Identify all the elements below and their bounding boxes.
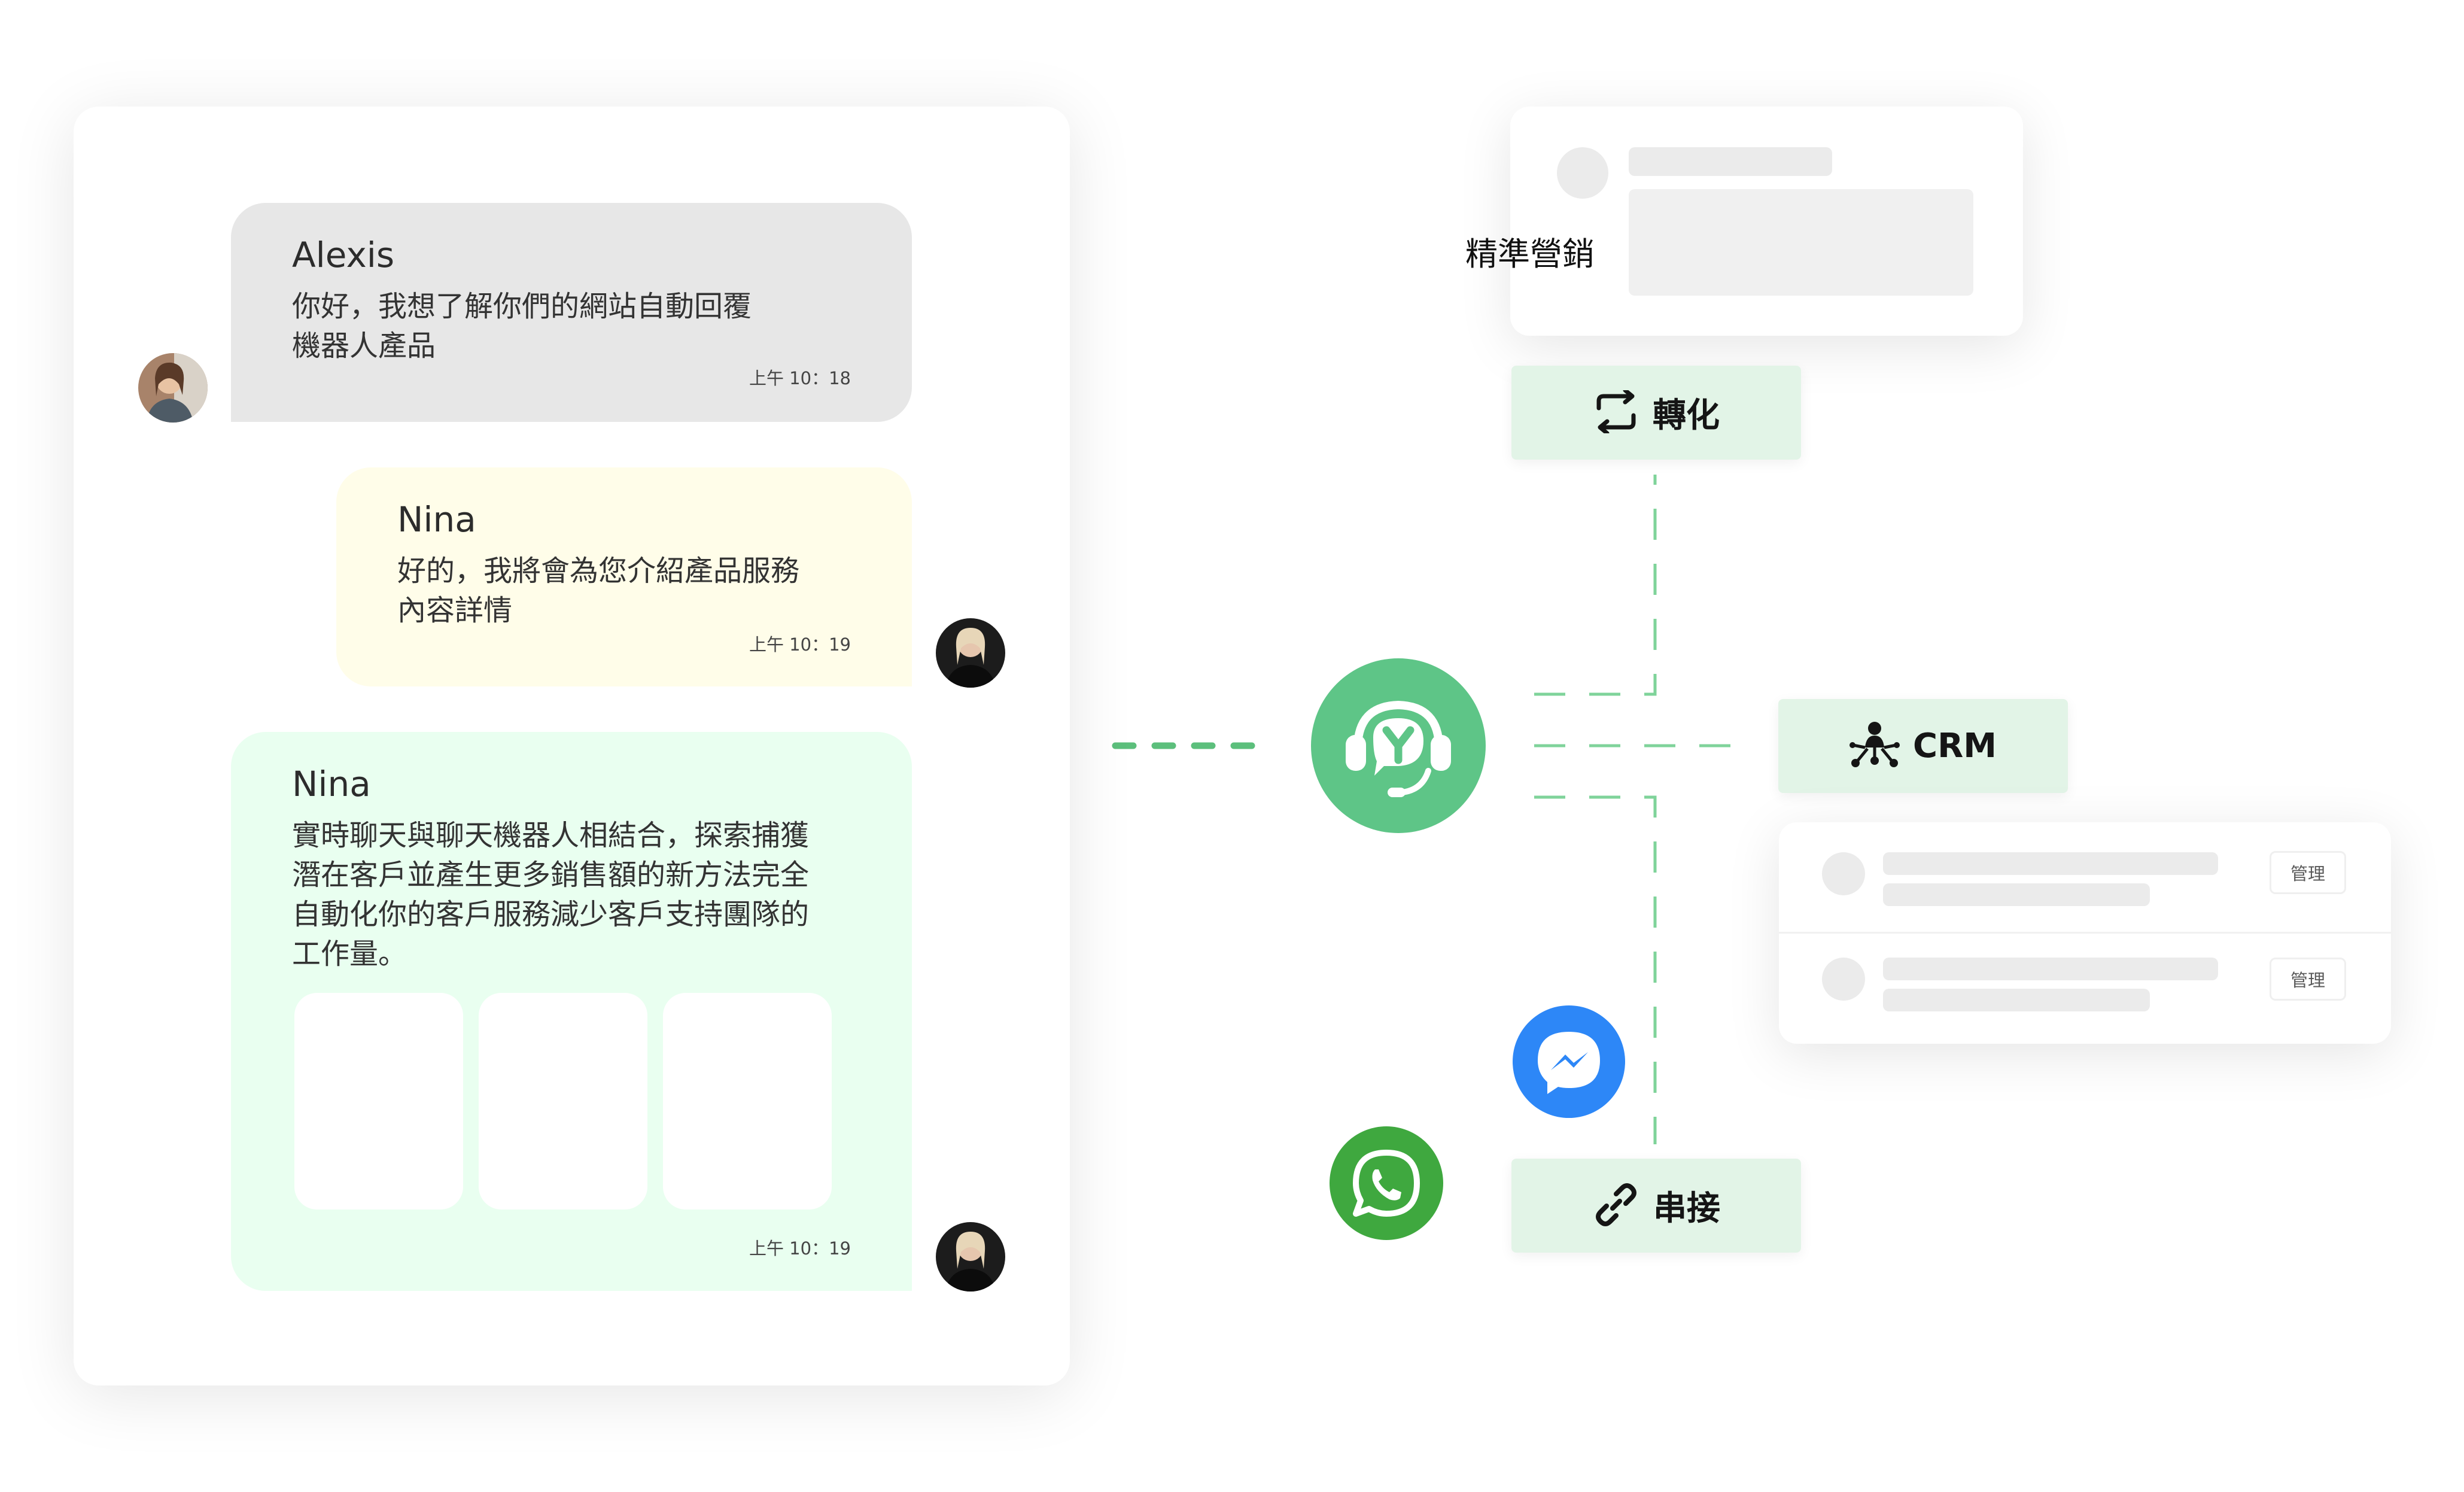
headset-chatbot-logo-icon	[1311, 658, 1486, 833]
marketing-label: 精準營銷	[1465, 235, 1595, 273]
message-bubble-alexis: Alexis 你好，我想了解你們的網站自動回覆 機器人產品 上午 10：18	[231, 203, 912, 422]
message-sender: Nina	[292, 764, 371, 804]
crm-list-card: 管理 管理	[1779, 822, 2391, 1044]
placeholder-line	[1883, 852, 2218, 875]
avatar-nina	[936, 618, 1005, 688]
message-time: 上午 10：18	[749, 368, 851, 388]
avatar-nina	[936, 1222, 1005, 1292]
product-card[interactable]	[663, 993, 832, 1210]
placeholder-line	[1883, 883, 2150, 906]
product-card[interactable]	[479, 993, 647, 1210]
message-bubble-nina: Nina 好的，我將會為您介紹產品服務 內容詳情 上午 10：19	[336, 467, 912, 686]
message-sender: Nina	[397, 499, 476, 540]
message-bubble-nina-rich: Nina 實時聊天與聊天機器人相結合，探索捕獲 潛在客戶並產生更多銷售額的新方法…	[231, 732, 912, 1291]
placeholder-line	[1883, 989, 2150, 1011]
convert-label: 轉化	[1653, 396, 1720, 435]
manage-button[interactable]: 管理	[2270, 851, 2346, 894]
avatar-alexis	[138, 353, 208, 423]
message-time: 上午 10：19	[749, 634, 851, 655]
message-text: 好的，我將會為您介紹產品服務 內容詳情	[397, 554, 800, 627]
manage-button[interactable]: 管理	[2270, 958, 2346, 1001]
repeat-arrows-icon	[1593, 388, 1639, 436]
placeholder-avatar	[1557, 147, 1608, 199]
messenger-icon[interactable]	[1513, 1005, 1625, 1118]
placeholder-block	[1629, 189, 1973, 296]
thin-dashed-connectors	[1534, 475, 1748, 1144]
placeholder-avatar	[1822, 958, 1865, 1001]
convert-tag[interactable]: 轉化	[1511, 366, 1801, 460]
placeholder-line	[1883, 958, 2218, 980]
marketing-card	[1510, 107, 2023, 336]
product-card[interactable]	[294, 993, 463, 1210]
link-icon	[1592, 1181, 1640, 1231]
message-text: 你好，我想了解你們的網站自動回覆 機器人產品	[292, 290, 752, 363]
connect-tag[interactable]: 串接	[1511, 1159, 1801, 1253]
divider	[1779, 932, 2391, 934]
message-text: 實時聊天與聊天機器人相結合，探索捕獲 潛在客戶並產生更多銷售額的新方法完全 自動…	[292, 819, 810, 971]
message-sender: Alexis	[292, 235, 395, 275]
product-cards	[294, 993, 833, 1210]
placeholder-line	[1629, 147, 1832, 176]
connect-label: 串接	[1653, 1189, 1720, 1228]
crm-label: CRM	[1913, 727, 1997, 765]
network-people-icon	[1849, 721, 1900, 771]
message-time: 上午 10：19	[749, 1238, 851, 1259]
whatsapp-icon[interactable]	[1330, 1126, 1443, 1240]
crm-tag[interactable]: CRM	[1778, 699, 2068, 793]
placeholder-avatar	[1822, 852, 1865, 895]
